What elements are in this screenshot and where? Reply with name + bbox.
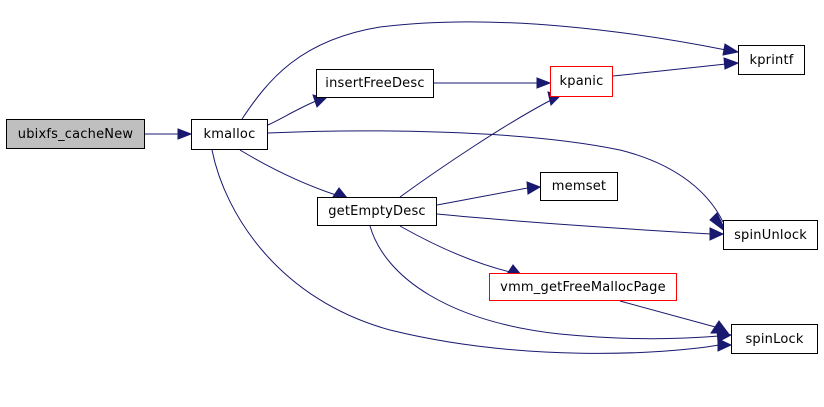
node-vmm_getFreeMallocPage[interactable]: vmm_getFreeMallocPage — [489, 273, 677, 301]
edge-kmalloc-spinLock — [211, 149, 733, 354]
edge-kmalloc-getEmptyDesc — [239, 149, 350, 201]
node-spinUnlock[interactable]: spinUnlock — [723, 220, 818, 250]
edge-kmalloc-spinUnlock — [267, 130, 727, 233]
node-getEmptyDesc[interactable]: getEmptyDesc — [317, 197, 437, 226]
node-kprintf[interactable]: kprintf — [738, 45, 805, 75]
node-label-getEmptyDesc: getEmptyDesc — [328, 204, 426, 219]
node-ubixfs_cacheNew[interactable]: ubixfs_cacheNew — [6, 119, 145, 149]
node-label-vmm_getFreeMallocPage: vmm_getFreeMallocPage — [500, 279, 666, 295]
edge-kmalloc-kprintf — [241, 21, 740, 120]
edge-insertFreeDesc-kpanic — [434, 77, 552, 89]
node-kmalloc[interactable]: kmalloc — [191, 119, 268, 150]
node-memset[interactable]: memset — [540, 172, 618, 201]
node-label-ubixfs_cacheNew: ubixfs_cacheNew — [17, 126, 134, 142]
edge-getEmptyDesc-spinUnlock — [436, 213, 725, 241]
node-insertFreeDesc[interactable]: insertFreeDesc — [316, 69, 434, 98]
node-kpanic[interactable]: kpanic — [550, 66, 613, 97]
edge-kmalloc-insertFreeDesc — [267, 94, 327, 126]
edge-getEmptyDesc-kpanic — [399, 91, 561, 198]
node-label-spinUnlock: spinUnlock — [734, 227, 807, 243]
node-label-kmalloc: kmalloc — [203, 127, 256, 142]
node-label-kprintf: kprintf — [749, 52, 794, 68]
edge-getEmptyDesc-memset — [436, 181, 542, 206]
edge-ubixfs_cacheNew-kmalloc — [145, 128, 193, 140]
edge-kpanic-kprintf — [612, 57, 740, 77]
node-label-insertFreeDesc: insertFreeDesc — [325, 76, 425, 91]
node-label-kpanic: kpanic — [559, 74, 604, 89]
node-label-spinLock: spinLock — [745, 331, 804, 347]
edge-vmm_getFreeMallocPage-spinLock — [619, 300, 729, 334]
node-label-memset: memset — [551, 179, 607, 194]
node-spinLock[interactable]: spinLock — [731, 324, 818, 354]
edge-getEmptyDesc-vmm_getFreeMallocPage — [399, 225, 524, 278]
